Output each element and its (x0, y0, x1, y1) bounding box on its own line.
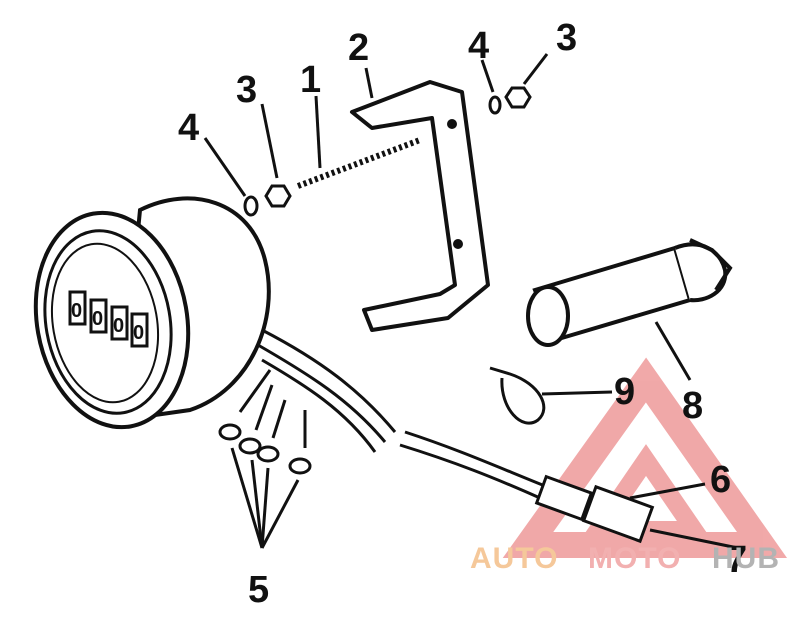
callout-1: 1 (300, 59, 321, 101)
tie-strap (489, 366, 546, 425)
ring-terminals (218, 369, 312, 475)
lock-washer-left (243, 195, 259, 217)
watermark-moto: MOTO (588, 542, 681, 575)
watermark-auto: AUTO (470, 542, 558, 575)
wire-harness (257, 328, 546, 500)
callout-4-right: 4 (468, 25, 489, 67)
callout-7: 7 (726, 539, 747, 581)
callout-labels: 1 2 3 3 4 4 5 6 7 8 9 (178, 17, 747, 611)
sender-boot-and-threaded-sender (526, 238, 733, 347)
callout-5: 5 (248, 569, 269, 611)
hex-nut-right (504, 86, 532, 109)
hex-nut-left (264, 184, 292, 208)
callout-8: 8 (682, 385, 703, 427)
callout-4-left: 4 (178, 107, 199, 149)
callout-9: 9 (614, 371, 635, 413)
gauge-digits: 0 0 0 0 (71, 300, 144, 344)
gauge-digit-display (68, 290, 149, 348)
lock-washer-right (488, 95, 502, 115)
callout-6: 6 (710, 459, 731, 501)
threaded-stud (296, 137, 422, 189)
watermark-wordmark: AUTO MOTO HUB (470, 542, 780, 575)
watermark-hub: HUB (712, 542, 780, 575)
gauge-digit: 0 (133, 322, 144, 344)
callout-3-left: 3 (236, 69, 257, 111)
callout-2: 2 (348, 27, 369, 69)
gauge-digit: 0 (92, 308, 103, 330)
fasteners (243, 86, 532, 217)
gauge-assembly: 0 0 0 0 (33, 196, 655, 544)
gauge-digit: 0 (113, 315, 124, 337)
callout-3-right: 3 (556, 17, 577, 59)
gauge-digit: 0 (71, 300, 82, 322)
mounting-bracket (350, 80, 490, 332)
sender-connector (534, 474, 655, 544)
leader-lines (203, 53, 739, 550)
